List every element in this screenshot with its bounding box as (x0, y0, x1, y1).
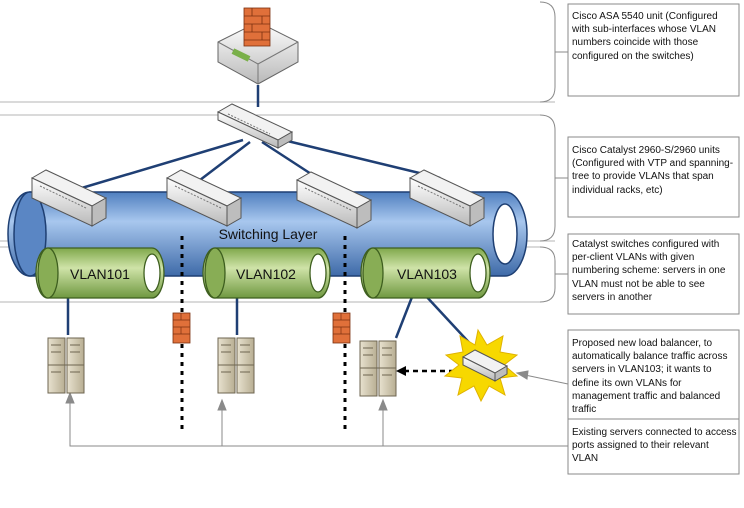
server-icon (47, 337, 85, 394)
server-icon (217, 337, 255, 394)
switch-icon (216, 103, 294, 149)
switch-icon (408, 169, 486, 227)
note-connectors (65, 51, 569, 447)
vlan-label-103: VLAN103 (397, 266, 457, 282)
vlan-label-101: VLAN101 (70, 266, 130, 282)
note-brackets (539, 1, 556, 303)
note-existing-servers: Existing servers connected to access por… (572, 427, 737, 465)
firewall-icon (172, 312, 191, 344)
switch-icon (30, 169, 108, 227)
load-balancer-link (396, 366, 455, 376)
note-vlan-scheme: Catalyst switches configured with per-cl… (572, 239, 726, 303)
vlan-tube-102 (202, 247, 331, 299)
switch-icon (165, 169, 243, 227)
note-asa: Cisco ASA 5540 unit (Configured with sub… (572, 11, 718, 62)
vlan-tube-103 (360, 247, 491, 299)
note-boxes (567, 3, 740, 475)
switch-icon (295, 171, 373, 229)
switching-layer-label: Switching Layer (219, 226, 318, 242)
note-catalyst: Cisco Catalyst 2960-S/2960 units (Config… (572, 145, 734, 196)
firewall-icon (332, 312, 351, 344)
vlan-tube-101 (35, 247, 165, 299)
load-balancer-icon (443, 328, 519, 403)
vlan-label-102: VLAN102 (236, 266, 296, 282)
server-icon (359, 340, 397, 397)
note-load-balancer: Proposed new load balancer, to automatic… (572, 338, 728, 416)
firewall-icon (217, 7, 299, 85)
